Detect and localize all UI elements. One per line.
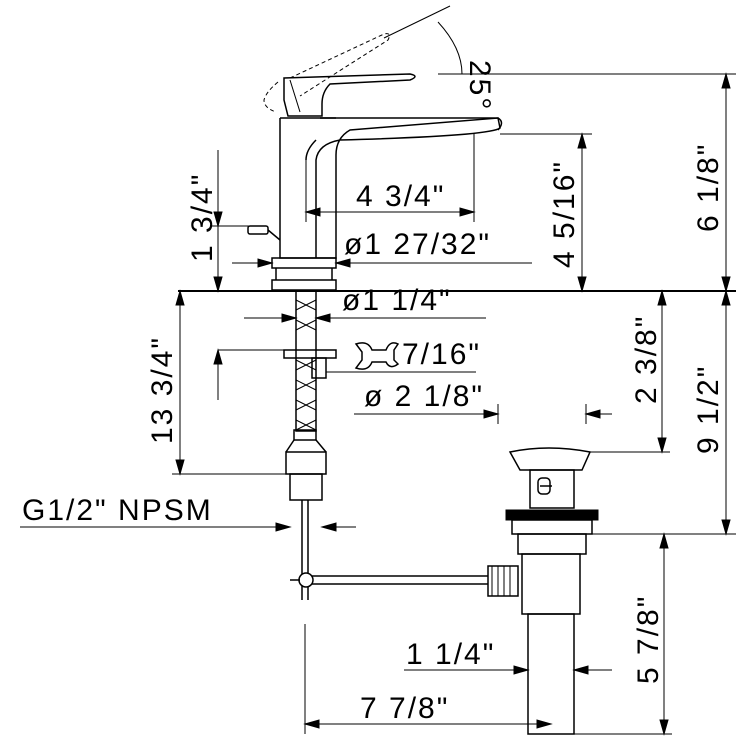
- wrench-icon: [354, 342, 400, 370]
- rod-distance-label: 7 7/8": [360, 692, 449, 725]
- popup-drain: [290, 447, 599, 735]
- faucet-body: [178, 117, 736, 292]
- tailpiece-diameter-label: 1 1/4": [406, 638, 495, 671]
- spout-reach-label: 4 3/4": [356, 180, 445, 213]
- drain-flange-depth-label: 2 3/8": [630, 315, 663, 404]
- total-height-label: 6 1/8": [692, 143, 725, 232]
- angle-label: 25°: [463, 60, 496, 111]
- wrench-size-label: 7/16": [402, 338, 481, 371]
- pivot-nut-ridges: [491, 566, 511, 596]
- shank: [283, 290, 337, 600]
- dimension-lines: 6 1/8" 4 5/16" 4 3/4" 1 3/4" ø1 27/32" ø: [20, 72, 736, 736]
- spout-height-label: 4 5/16": [548, 160, 581, 268]
- drain-total-label: 9 1/2": [692, 365, 725, 454]
- shank-diameter-label: ø1 1/4": [342, 284, 452, 317]
- tailpiece-length-label: 5 7/8": [632, 595, 665, 684]
- braided-hose: [295, 299, 317, 431]
- lever-height-label: 1 3/4": [186, 173, 219, 262]
- hole-diameter-label: ø 2 1/8": [364, 380, 484, 413]
- connection-label: G1/2" NPSM: [22, 494, 213, 527]
- shank-length-label: 13 3/4": [146, 336, 179, 444]
- lever-handle: 25°: [263, 5, 736, 117]
- base-diameter-label: ø1 27/32": [344, 228, 491, 261]
